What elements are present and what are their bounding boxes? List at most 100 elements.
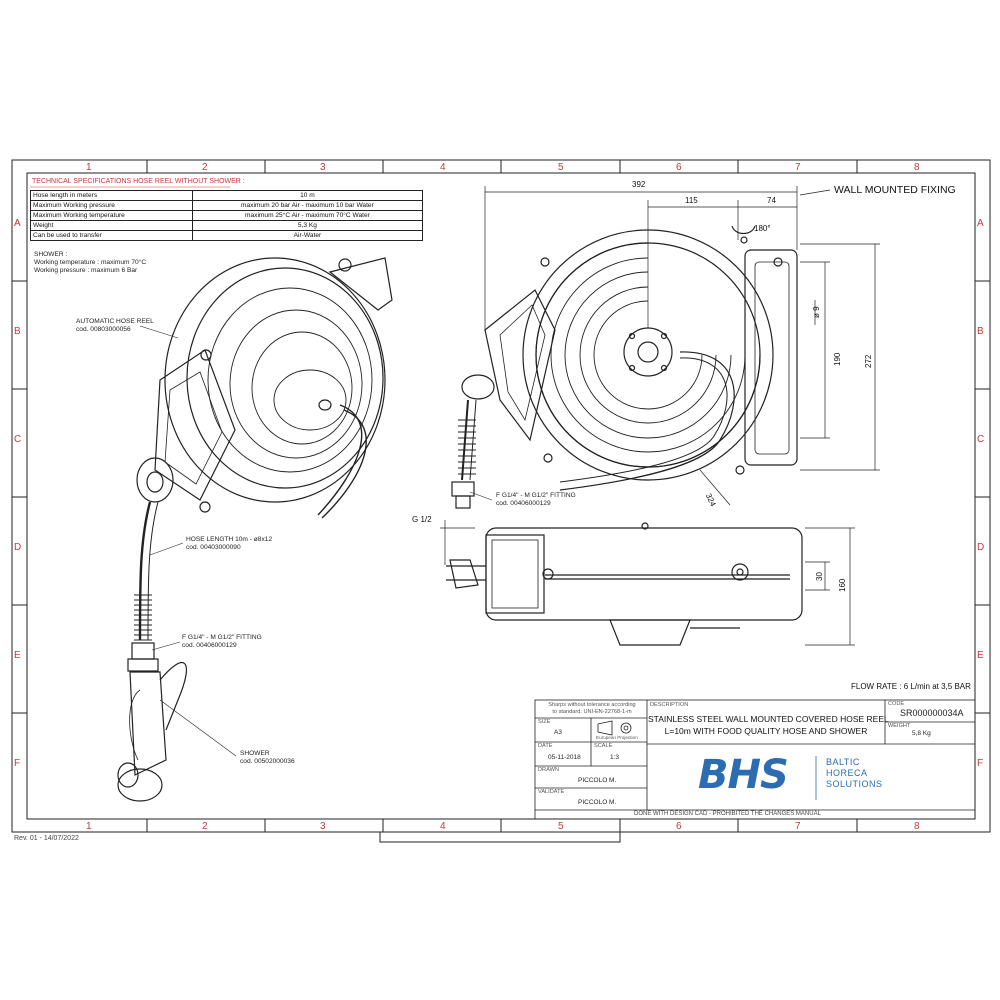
- description-line-1: STAINLESS STEEL WALL MOUNTED COVERED HOS…: [648, 714, 889, 724]
- description-line-2: L=10m WITH FOOD QUALITY HOSE AND SHOWER: [664, 726, 868, 736]
- grid-row-e: E: [14, 650, 21, 661]
- callout-code: cod. 00403000090: [186, 544, 241, 551]
- specs-title: TECHNICAL SPECIFICATIONS HOSE REEL WITHO…: [32, 178, 245, 185]
- grid-col-5-bottom: 5: [558, 821, 564, 832]
- validate-label: VALIDATE: [538, 789, 565, 795]
- callout-hose-length: HOSE LENGTH 10m - ø8x12 cod. 00403000090: [186, 536, 272, 552]
- callout-wall-mounted-fixing: WALL MOUNTED FIXING: [834, 184, 956, 196]
- dim-30: 30: [815, 572, 824, 581]
- revision-note: Rev. 01 - 14/07/2022: [14, 835, 79, 842]
- spec-label: Can be used to transfer: [30, 230, 193, 241]
- callout-code: cod. 00502000036: [240, 758, 295, 765]
- callout-fitting-right: F G1/4" - M G1/2" FITTING cod. 004060001…: [496, 492, 576, 508]
- spec-value: maximum 25°C Air - maximum 70°C Water: [191, 210, 424, 221]
- bhs-logo: BHS: [698, 752, 789, 798]
- front-view-reel: [451, 225, 798, 509]
- isometric-reel: [117, 257, 393, 802]
- scale-label: SCALE: [594, 743, 613, 749]
- dim-115: 115: [685, 196, 698, 205]
- callout-name: AUTOMATIC HOSE REEL: [76, 318, 154, 325]
- grid-col-8: 8: [914, 162, 920, 173]
- size-label: SIZE: [538, 719, 551, 725]
- grid-row-f-right: F: [977, 758, 984, 769]
- size-value: A3: [554, 729, 562, 736]
- grid-col-7: 7: [795, 162, 801, 173]
- shower-note-title: SHOWER :: [34, 251, 68, 258]
- grid-row-c-right: C: [977, 434, 985, 445]
- grid-row-b-right: B: [977, 326, 984, 337]
- callout-code: cod. 00406000129: [182, 642, 237, 649]
- company-line-1: BALTIC: [826, 757, 860, 767]
- dim-74: 74: [767, 196, 776, 205]
- projection-label: European Projection: [596, 735, 638, 740]
- grid-row-f: F: [14, 758, 21, 769]
- dim-190: 190: [833, 352, 842, 366]
- grid-row-c: C: [14, 434, 22, 445]
- spec-label: Weight: [30, 220, 193, 231]
- grid-col-8-bottom: 8: [914, 821, 920, 832]
- grid-col-2-bottom: 2: [202, 821, 208, 832]
- callout-fitting-left: F G1/4" - M G1/2" FITTING cod. 004060001…: [182, 634, 262, 650]
- grid-col-4-bottom: 4: [440, 821, 446, 832]
- grid-col-5: 5: [558, 162, 564, 173]
- spec-value: maximum 20 bar Air - maximum 10 bar Wate…: [191, 200, 424, 211]
- tolerance-line-1: Sharps without tolerance according: [548, 702, 636, 708]
- weight-value: 5,8 Kg: [912, 730, 931, 737]
- front-view-dimension-lines: [484, 186, 880, 506]
- grid-col-6: 6: [676, 162, 682, 173]
- callout-code: cod. 00406000129: [496, 500, 551, 507]
- grid-row-e-right: E: [977, 650, 984, 661]
- dim-rotation: 180°: [754, 224, 771, 233]
- dim-thread: G 1/2: [412, 515, 432, 524]
- grid-col-4: 4: [440, 162, 446, 173]
- grid-row-b: B: [14, 326, 21, 337]
- grid-col-3-bottom: 3: [320, 821, 326, 832]
- grid-col-6-bottom: 6: [676, 821, 682, 832]
- spec-value: 10 m: [191, 190, 424, 201]
- spec-label: Maximum Working temperature: [30, 210, 193, 221]
- validate-value: PICCOLO M.: [578, 799, 617, 806]
- spec-label: Maximum Working pressure: [30, 200, 193, 211]
- code-value: SR000000034A: [900, 708, 964, 718]
- spec-label: Hose length in meters: [30, 190, 193, 201]
- grid-row-d-right: D: [977, 542, 985, 553]
- cad-footer-note: DONE WITH DESIGN CAD - PROHIBITED THE CH…: [634, 811, 821, 817]
- dim-160: 160: [838, 578, 847, 592]
- company-name: BALTIC HORECA SOLUTIONS: [826, 757, 883, 790]
- grid-row-a-right: A: [977, 218, 984, 229]
- drawn-label: DRAWN: [538, 767, 559, 773]
- callout-name: HOSE LENGTH 10m - ø8x12: [186, 536, 273, 543]
- grid-col-1: 1: [86, 162, 92, 173]
- callout-shower: SHOWER cod. 00502000036: [240, 750, 295, 766]
- side-view-reel: [446, 522, 803, 646]
- grid-row-d: D: [14, 542, 22, 553]
- grid-col-7-bottom: 7: [795, 821, 801, 832]
- drawn-value: PICCOLO M.: [578, 777, 617, 784]
- company-line-2: HORECA: [826, 768, 868, 778]
- grid-row-a: A: [14, 218, 21, 229]
- shower-note-temp: Working temperature : maximum 70°C: [34, 259, 147, 266]
- callout-name: F G1/4" - M G1/2" FITTING: [182, 634, 262, 641]
- code-label: CODE: [888, 701, 905, 707]
- date-label: DATE: [538, 743, 553, 749]
- weight-label: WEIGHT: [888, 723, 911, 729]
- description: STAINLESS STEEL WALL MOUNTED COVERED HOS…: [648, 713, 889, 737]
- dim-392: 392: [632, 180, 646, 189]
- tolerance-line-2: to standard: UNI-EN-22768-1-m: [552, 709, 632, 715]
- callout-name: SHOWER: [240, 750, 270, 757]
- callout-leaders: [139, 325, 493, 757]
- callout-code: cod. 00803000056: [76, 326, 131, 333]
- tolerance-note: Sharps without tolerance according to st…: [538, 702, 646, 716]
- callout-name: F G1/4" - M G1/2" FITTING: [496, 492, 576, 499]
- scale-value: 1:3: [610, 754, 620, 761]
- callout-automatic-hose-reel: AUTOMATIC HOSE REEL cod. 00803000056: [76, 318, 154, 334]
- side-view-dimension-lines: [440, 520, 855, 646]
- grid-col-1-bottom: 1: [86, 821, 92, 832]
- shower-note-pressure: Working pressure : maximum 6 Bar: [34, 267, 138, 274]
